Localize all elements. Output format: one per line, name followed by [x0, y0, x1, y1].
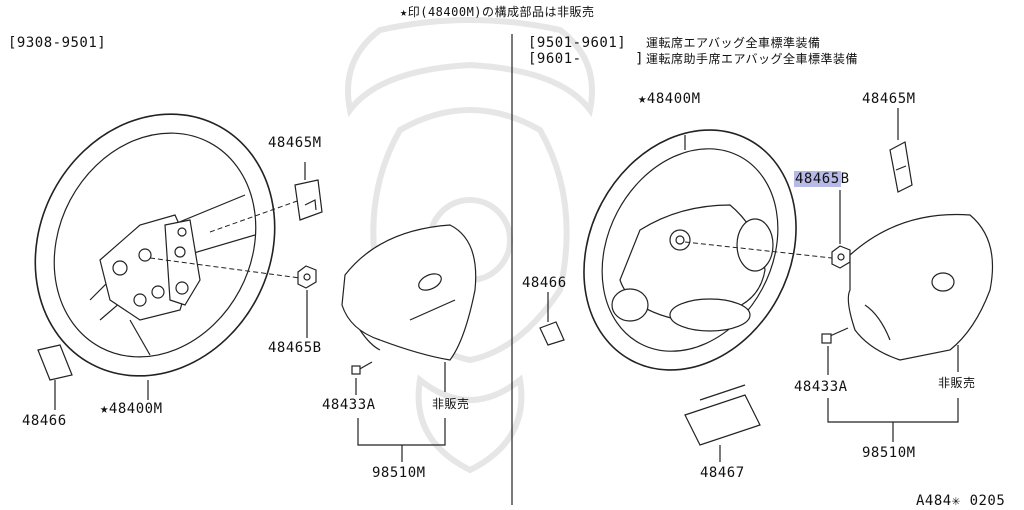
right-period-2: [9601- ]	[528, 51, 645, 67]
right-label-nut: 48465B	[794, 171, 850, 187]
right-clip-part	[539, 292, 565, 346]
left-nut-leader	[149, 257, 301, 279]
right-period-2-note: 運転席助手席エアバッグ全車標準装備	[646, 52, 859, 66]
left-label-bolt: 48433A	[322, 397, 376, 413]
right-label-module: 98510M	[862, 445, 916, 461]
right-label-nut-highlight: 48465	[794, 171, 841, 187]
diagram-code: A484✳ 0205	[916, 493, 1006, 509]
left-clip-part	[37, 344, 73, 410]
left-label-nut: 48465B	[268, 340, 322, 356]
right-period-1-note: 運転席エアバッグ全車標準装備	[646, 36, 821, 50]
left-label-clip: 48466	[22, 413, 67, 429]
right-label-wheel: ★48400M	[638, 91, 701, 107]
left-label-module: 98510M	[372, 465, 426, 481]
right-airbag-module	[847, 213, 993, 372]
right-period-1: [9501-9601]	[528, 35, 627, 51]
right-nut-part	[831, 190, 851, 269]
right-steering-wheel	[583, 129, 797, 371]
left-nut-part	[297, 265, 317, 338]
left-period: [9308-9501]	[8, 35, 107, 51]
right-label-nut-suffix: B	[840, 171, 850, 187]
right-label-bolt: 48433A	[794, 379, 848, 395]
left-label-not-for-sale: 非販売	[432, 397, 470, 411]
header-note: ★印(48400M)の構成部品は非販売	[400, 5, 595, 19]
left-cover-part	[294, 162, 323, 221]
left-label-wheel: ★48400M	[100, 401, 163, 417]
right-label-lower-cover: 48467	[700, 465, 745, 481]
left-label-cover: 48465M	[268, 135, 322, 151]
right-label-cover: 48465M	[862, 91, 916, 107]
right-lower-cover-part	[684, 384, 761, 462]
right-cover-part	[889, 108, 913, 193]
left-airbag-module	[341, 224, 477, 392]
right-label-not-for-sale: 非販売	[938, 376, 976, 390]
left-bolt-part	[351, 361, 373, 395]
right-nut-leader	[684, 241, 833, 259]
right-label-clip: 48466	[522, 275, 567, 291]
right-bracket	[827, 398, 959, 423]
right-bolt-part	[821, 327, 849, 375]
